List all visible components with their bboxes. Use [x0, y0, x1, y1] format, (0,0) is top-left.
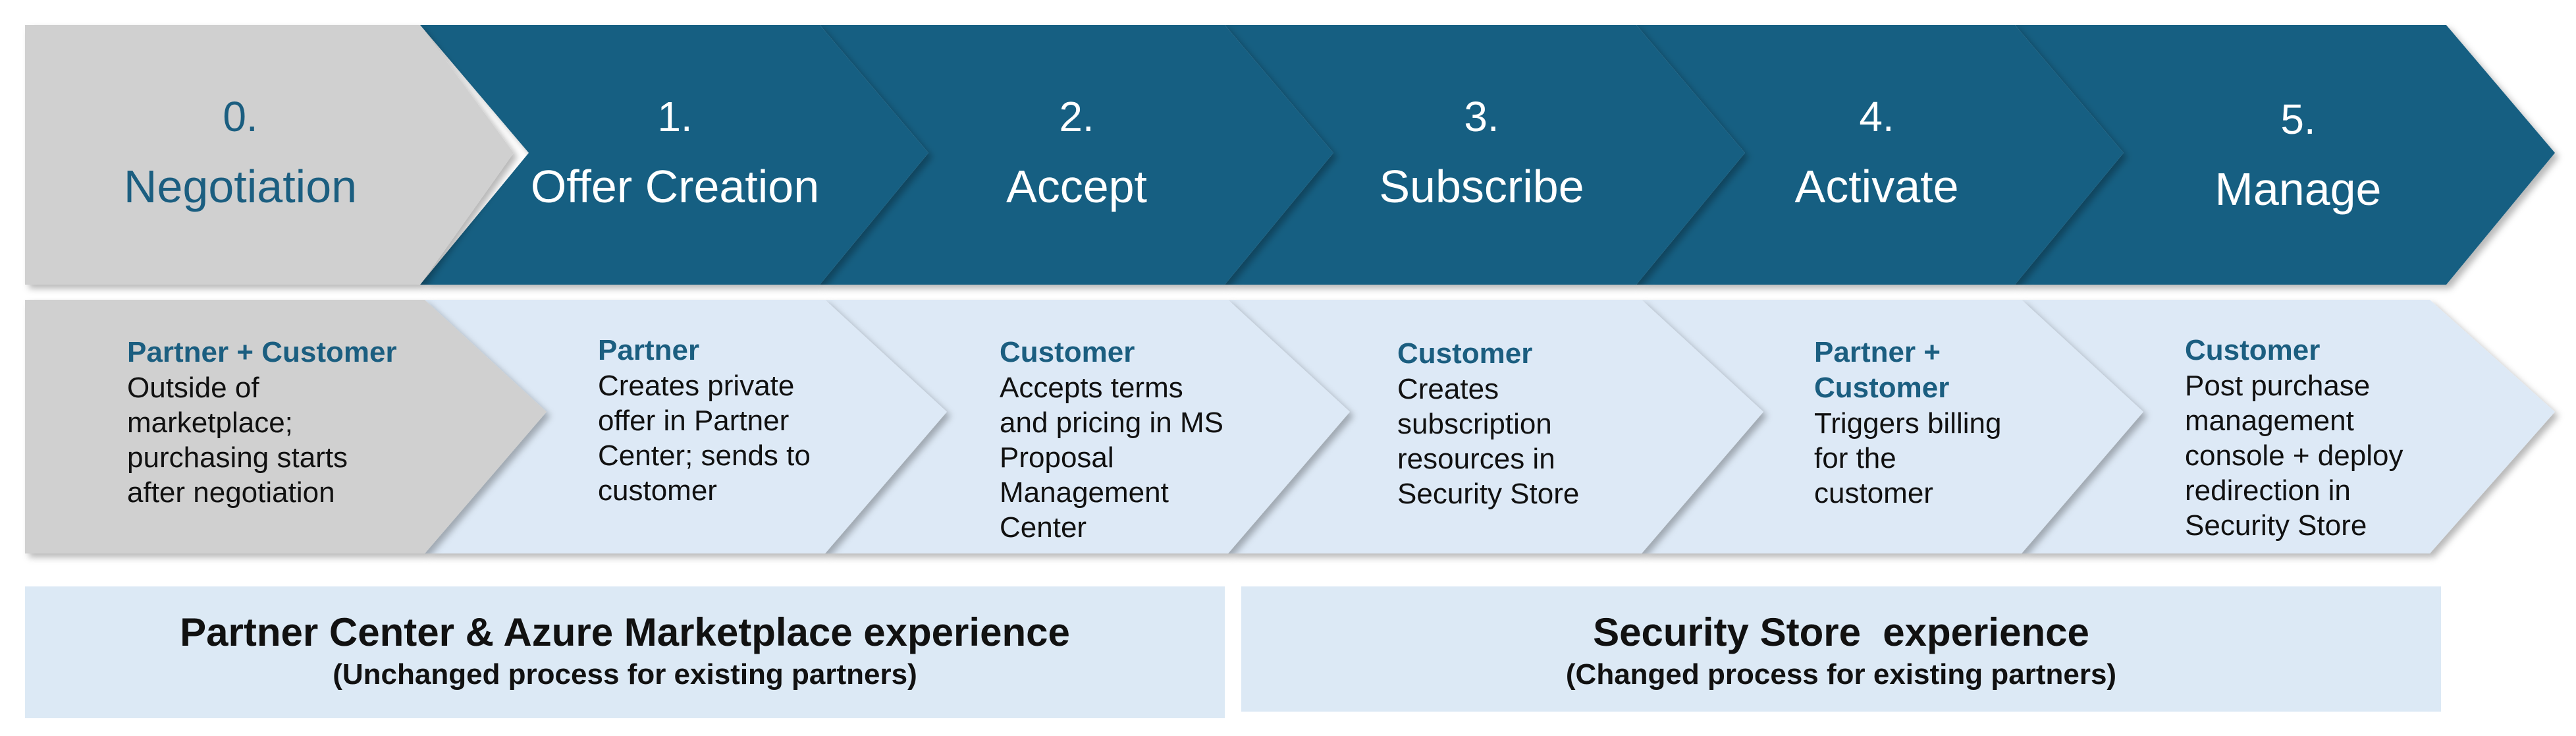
footer-partner-center: Partner Center & Azure Marketplace exper…: [25, 586, 1225, 718]
detail-chevron-0: [25, 300, 547, 553]
stage-4-number: 4.: [1859, 93, 1894, 140]
stage-chevron-3: [1225, 25, 1745, 285]
stage-1-description: Creates private offer in Partner Center;…: [598, 370, 811, 507]
stage-chevron-2: [820, 25, 1333, 285]
stage-1-detail: Partner Creates private offer in Partner…: [598, 333, 835, 508]
stage-chevron-4: [1636, 25, 2124, 285]
stage-4-header: 4. Activate: [1676, 91, 2078, 216]
stage-chevron-0: [25, 25, 514, 285]
stage-1-number: 1.: [657, 93, 693, 140]
footer-security-store: Security Store experience (Changed proce…: [1241, 586, 2441, 712]
stage-5-number: 5.: [2280, 96, 2316, 143]
stage-2-name: Accept: [1006, 161, 1147, 212]
stage-1-name: Offer Creation: [530, 161, 820, 212]
footer-partner-center-subtitle: (Unchanged process for existing partners…: [333, 658, 917, 691]
stage-4-detail: Partner + Customer Triggers billing for …: [1814, 335, 2012, 511]
stage-0-number: 0.: [223, 93, 258, 140]
footer-security-store-subtitle: (Changed process for existing partners): [1565, 658, 2117, 691]
stage-3-name: Subscribe: [1379, 161, 1584, 212]
stage-5-header: 5. Manage: [2097, 94, 2499, 219]
stage-5-role: Customer: [2185, 334, 2321, 366]
stage-4-name: Activate: [1794, 161, 1959, 212]
footer-security-store-title: Security Store experience: [1593, 610, 2089, 654]
stage-0-header: 0. Negotiation: [40, 91, 441, 216]
stage-3-detail: Customer Creates subscription resources …: [1397, 336, 1634, 511]
footer-partner-center-title: Partner Center & Azure Marketplace exper…: [180, 610, 1070, 654]
stage-5-description: Post purchase management console + deplo…: [2185, 370, 2403, 542]
stage-3-role: Customer: [1397, 337, 1533, 370]
detail-chevron-2: [825, 300, 1350, 553]
stage-chevron-5: [2015, 25, 2555, 285]
stage-2-description: Accepts terms and pricing in MS Proposal…: [1000, 372, 1223, 544]
stage-4-description: Triggers billing for the customer: [1814, 407, 2002, 509]
stage-0-description: Outside of marketplace; purchasing start…: [127, 372, 348, 509]
stage-2-number: 2.: [1059, 93, 1094, 140]
stage-2-detail: Customer Accepts terms and pricing in MS…: [1000, 335, 1223, 545]
stage-0-detail: Partner + Customer Outside of marketplac…: [127, 335, 410, 510]
stage-0-name: Negotiation: [123, 161, 358, 212]
stage-5-name: Manage: [2214, 163, 2382, 215]
stage-1-header: 1. Offer Creation: [474, 91, 876, 216]
stage-2-role: Customer: [1000, 336, 1135, 368]
detail-chevron-3: [1228, 300, 1763, 553]
stage-chevron-1: [420, 25, 928, 285]
stage-1-role: Partner: [598, 334, 700, 366]
stage-3-header: 3. Subscribe: [1281, 91, 1682, 216]
detail-chevron-5: [2022, 300, 2555, 553]
stage-3-description: Creates subscription resources in Securi…: [1397, 373, 1580, 510]
stage-0-role: Partner + Customer: [127, 336, 397, 368]
stage-2-header: 2. Accept: [876, 91, 1277, 216]
stage-3-number: 3.: [1464, 93, 1499, 140]
stage-5-detail: Customer Post purchase management consol…: [2185, 333, 2435, 543]
stage-4-role: Partner + Customer: [1814, 336, 1950, 404]
detail-chevron-1: [425, 300, 947, 553]
detail-chevron-4: [1642, 300, 2143, 553]
